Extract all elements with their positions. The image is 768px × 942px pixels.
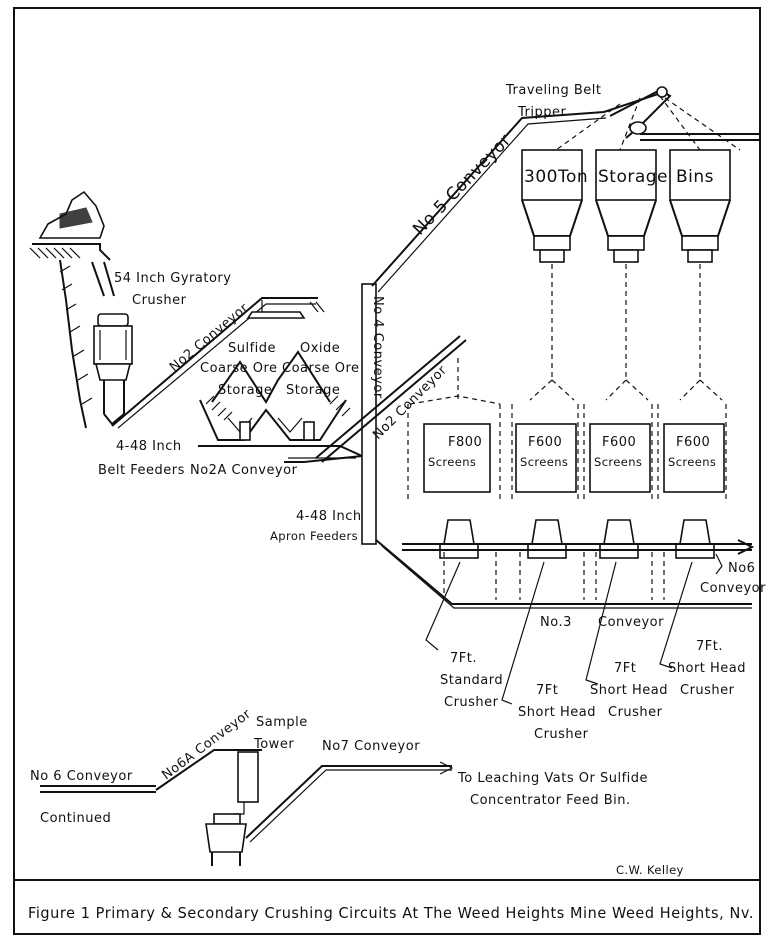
label-shorthead3-1: 7Ft. — [696, 639, 723, 654]
label-screen-f600-c: F600 — [676, 435, 710, 450]
secondary-crushers — [439, 519, 715, 559]
no6-conveyor-belt — [402, 543, 752, 551]
label-sulfide-1: Sulfide — [228, 341, 276, 356]
no3-conveyor-belt — [375, 539, 752, 605]
figure-caption: Figure 1 Primary & Secondary Crushing Ci… — [28, 904, 754, 922]
label-standard-3: Crusher — [444, 695, 499, 710]
label-screen-f600-c-screens: Screens — [668, 455, 716, 469]
page-frame — [13, 7, 761, 935]
label-no6: No6 — [728, 561, 755, 576]
sample-tower — [205, 751, 259, 866]
signature: C.W. Kelley — [616, 863, 684, 877]
no6-conveyor-continued-belt — [40, 785, 156, 793]
label-belt-feeders-2: Belt Feeders — [98, 463, 185, 478]
label-apron-feeders-2: Apron Feeders — [270, 529, 358, 543]
label-shorthead3-2: Short Head — [668, 661, 746, 676]
label-screen-f800: F800 — [448, 435, 482, 450]
label-bins-2: Storage — [598, 167, 668, 187]
label-destination-1: To Leaching Vats Or Sulfide — [457, 771, 648, 786]
label-screen-f600-b-screens: Screens — [594, 455, 642, 469]
label-no6-conveyor: Conveyor — [700, 581, 766, 596]
storage-bins — [521, 149, 731, 263]
coarse-ore-storage-piles — [199, 301, 351, 441]
label-shorthead1-1: 7Ft — [536, 683, 558, 698]
label-sulfide-2: Coarse Ore — [200, 361, 278, 376]
label-screen-f800-screens: Screens — [428, 455, 476, 469]
label-no3: No.3 — [540, 615, 572, 630]
gyratory-crusher-assembly — [29, 190, 133, 429]
label-screen-f600-b: F600 — [602, 435, 636, 450]
label-shorthead2-1: 7Ft — [614, 661, 636, 676]
label-sulfide-3: Storage — [218, 383, 272, 398]
label-no7-conveyor: No7 Conveyor — [322, 739, 420, 754]
no2-conveyor-left-belt — [111, 297, 318, 427]
label-apron-feeders-1: 4-48 Inch — [296, 509, 362, 524]
no5-conveyor-belt — [371, 91, 665, 287]
label-oxide-3: Storage — [286, 383, 340, 398]
label-screen-f600-a-screens: Screens — [520, 455, 568, 469]
label-sample: Sample — [256, 715, 308, 730]
no6a-conveyor-belt — [155, 749, 262, 791]
label-gyratory: 54 Inch Gyratory — [114, 271, 231, 286]
label-shorthead1-2: Short Head — [518, 705, 596, 720]
label-gyratory-crusher: Crusher — [132, 293, 187, 308]
label-oxide-1: Oxide — [300, 341, 340, 356]
label-standard-1: 7Ft. — [450, 651, 477, 666]
label-bins-3: Bins — [676, 167, 714, 187]
label-standard-2: Standard — [440, 673, 503, 688]
traveling-belt-tripper — [609, 86, 760, 141]
label-tripper: Tripper — [517, 105, 566, 120]
label-no6-continued-2: Continued — [40, 811, 111, 826]
label-oxide-2: Coarse Ore — [282, 361, 360, 376]
no2-conveyor-right-belt — [315, 335, 467, 463]
label-traveling-belt: Traveling Belt — [505, 83, 602, 98]
label-no6-continued-1: No 6 Conveyor — [30, 769, 133, 784]
label-tower: Tower — [253, 737, 294, 752]
no7-conveyor-belt — [245, 765, 452, 839]
label-no4-conveyor: No 4 Conveyor — [370, 296, 385, 399]
label-shorthead3-3: Crusher — [680, 683, 735, 698]
label-destination-2: Concentrator Feed Bin. — [470, 793, 631, 808]
screens — [407, 404, 727, 500]
label-no2a-conveyor: No2A Conveyor — [190, 463, 298, 478]
label-shorthead2-3: Crusher — [608, 705, 663, 720]
label-shorthead2-2: Short Head — [590, 683, 668, 698]
label-no3-conveyor: Conveyor — [598, 615, 664, 630]
label-screen-f600-a: F600 — [528, 435, 562, 450]
label-no5-conveyor: No 5 Conveyor — [409, 130, 515, 239]
label-bins-1: 300Ton — [524, 167, 588, 187]
label-belt-feeders-1: 4-48 Inch — [116, 439, 182, 454]
label-shorthead1-3: Crusher — [534, 727, 589, 742]
